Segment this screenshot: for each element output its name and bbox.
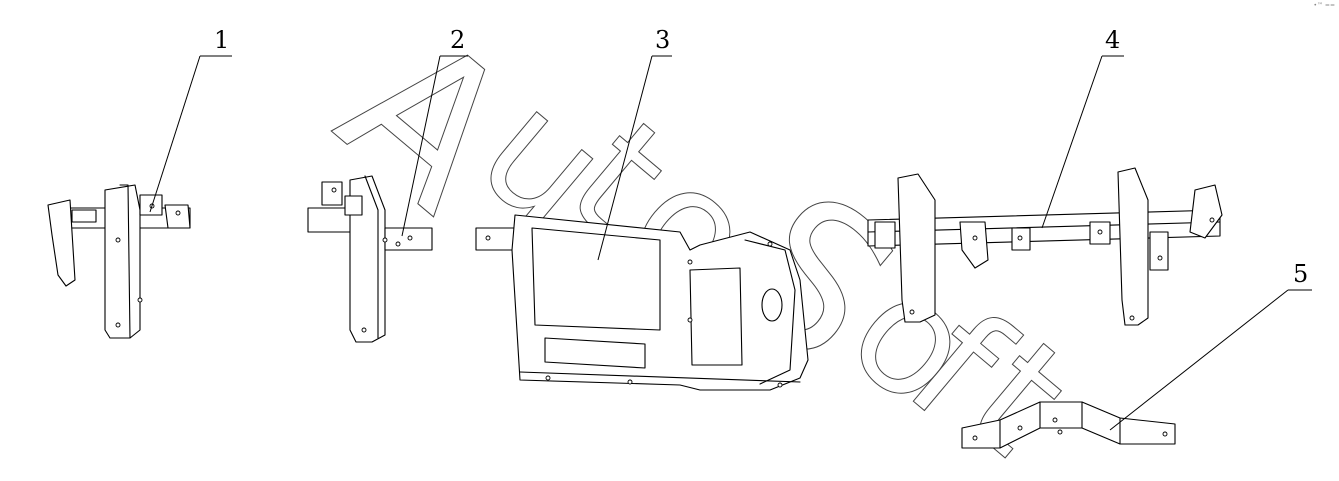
callout-number-5: 5 [1293,260,1309,288]
callout-number-1: 1 [214,26,230,54]
part-2-bracket [307,175,433,343]
callout-number-4: 4 [1105,26,1121,54]
part-5-lower-bracket [961,401,1176,449]
callout-number-3: 3 [655,26,671,54]
callout-number-2: 2 [450,26,466,54]
leader-2 [401,55,441,237]
part-3-console-frame [475,214,809,391]
leader-1 [149,55,201,213]
leader-5 [1109,289,1289,431]
leader-4 [1041,55,1103,229]
leader-3 [597,55,653,261]
part-1-bracket [47,184,191,339]
part-4-cross-beam [867,167,1223,326]
corner-mark: •™ == [1313,2,1335,9]
leader-lines [149,55,1312,431]
